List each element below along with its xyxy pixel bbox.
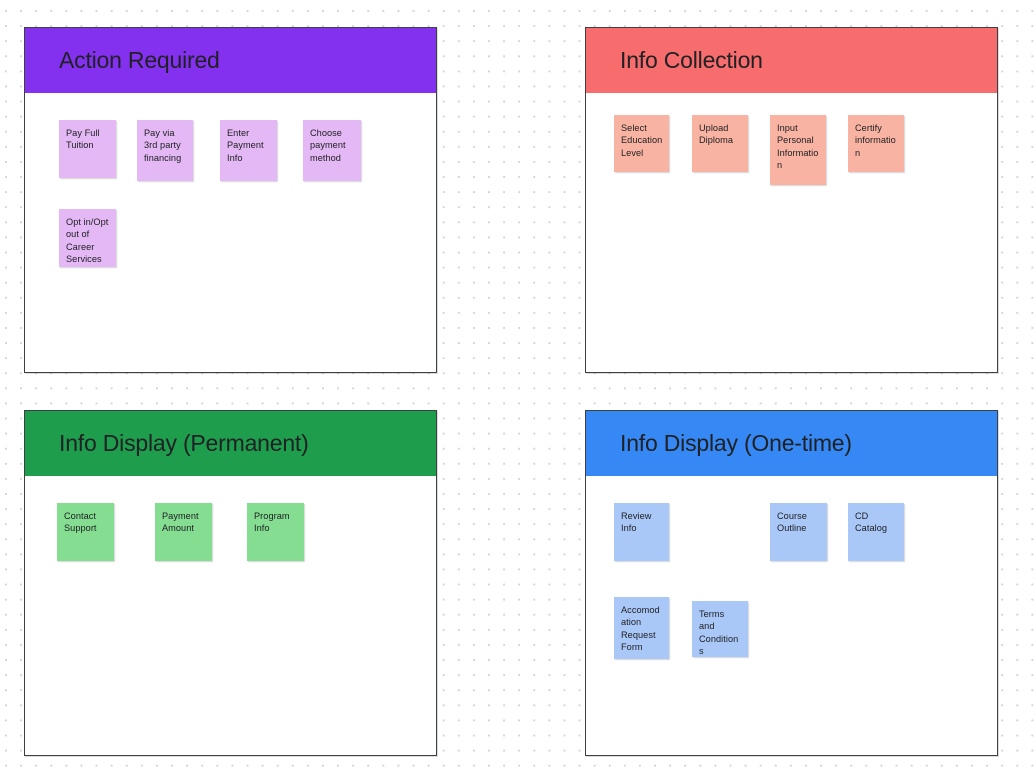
panel-title: Info Collection xyxy=(620,46,763,73)
sticky-card[interactable]: CD Catalog xyxy=(848,503,904,561)
sticky-card[interactable]: Upload Diploma xyxy=(692,115,748,172)
panel-title: Action Required xyxy=(59,46,220,73)
sticky-card[interactable]: Course Outline xyxy=(770,503,827,561)
panel-info-collection[interactable]: Info Collection Select Education Level U… xyxy=(585,27,998,373)
panel-title: Info Display (One-time) xyxy=(620,429,852,456)
panel-header-info-display-permanent: Info Display (Permanent) xyxy=(25,411,436,476)
panel-header-action-required: Action Required xyxy=(25,28,436,93)
sticky-card[interactable]: Review Info xyxy=(614,503,669,561)
sticky-card[interactable]: Program Info xyxy=(247,503,304,561)
panel-title: Info Display (Permanent) xyxy=(59,429,309,456)
panel-action-required[interactable]: Action Required Pay Full Tuition Pay via… xyxy=(24,27,437,373)
sticky-card[interactable]: Accomodation Request Form xyxy=(614,597,669,659)
sticky-card[interactable]: Certify information xyxy=(848,115,904,172)
sticky-card[interactable]: Terms and Conditions xyxy=(692,601,748,657)
sticky-card[interactable]: Input Personal Information xyxy=(770,115,826,185)
sticky-card[interactable]: Select Education Level xyxy=(614,115,669,172)
sticky-card[interactable]: Payment Amount xyxy=(155,503,212,561)
panel-header-info-collection: Info Collection xyxy=(586,28,997,93)
panel-info-display-permanent[interactable]: Info Display (Permanent) Contact Support… xyxy=(24,410,437,756)
sticky-card[interactable]: Pay via 3rd party financing xyxy=(137,120,193,181)
panel-header-info-display-onetime: Info Display (One-time) xyxy=(586,411,997,476)
panel-body-info-collection: Select Education Level Upload Diploma In… xyxy=(586,93,997,372)
panel-body-info-display-permanent: Contact Support Payment Amount Program I… xyxy=(25,476,436,755)
sticky-card[interactable]: Pay Full Tuition xyxy=(59,120,116,178)
panel-body-info-display-onetime: Review Info Course Outline CD Catalog Ac… xyxy=(586,476,997,755)
sticky-card[interactable]: Opt in/Opt out of Career Services xyxy=(59,209,116,267)
panel-info-display-onetime[interactable]: Info Display (One-time) Review Info Cour… xyxy=(585,410,998,756)
panel-body-action-required: Pay Full Tuition Pay via 3rd party finan… xyxy=(25,93,436,372)
sticky-card[interactable]: Contact Support xyxy=(57,503,114,561)
sticky-card[interactable]: Enter Payment Info xyxy=(220,120,277,181)
sticky-card[interactable]: Choose payment method xyxy=(303,120,361,181)
